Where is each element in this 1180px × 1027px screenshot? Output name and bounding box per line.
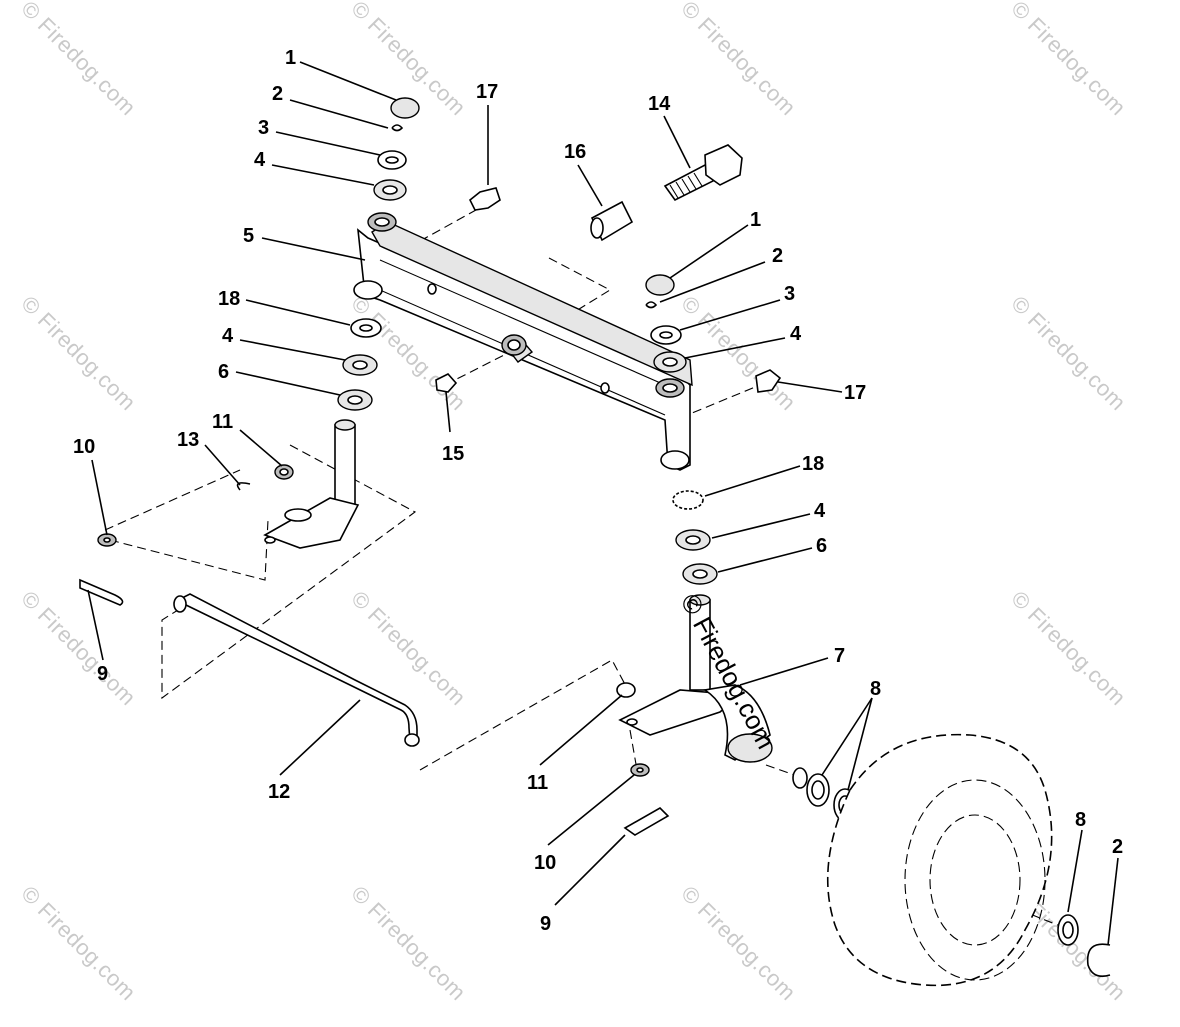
callout-3: 3 bbox=[258, 117, 269, 139]
callout-7: 7 bbox=[834, 645, 845, 667]
callout-14: 14 bbox=[648, 93, 671, 115]
callout-17: 17 bbox=[844, 382, 866, 404]
callout-4: 4 bbox=[814, 500, 826, 522]
callout-labels: 1 2 3 4 5 18 4 6 17 16 14 1 2 3 4 17 15 … bbox=[73, 47, 1123, 935]
callout-4: 4 bbox=[790, 323, 802, 345]
watermark: © Firedog.com bbox=[16, 291, 141, 416]
assembly-dashed-lines bbox=[104, 204, 1071, 931]
leader-lines bbox=[87, 61, 1119, 946]
callout-9: 9 bbox=[97, 663, 108, 685]
callout-2: 2 bbox=[1112, 836, 1123, 858]
left-spindle bbox=[79, 419, 360, 606]
callout-10: 10 bbox=[73, 436, 95, 458]
callout-18: 18 bbox=[802, 453, 824, 475]
callout-1: 1 bbox=[285, 47, 296, 69]
callout-16: 16 bbox=[564, 141, 586, 163]
watermark: © Firedog.com bbox=[1006, 586, 1131, 711]
callout-2: 2 bbox=[772, 245, 783, 267]
watermark: © Firedog.com bbox=[676, 0, 801, 120]
callout-17: 17 bbox=[476, 81, 498, 103]
callout-6: 6 bbox=[816, 535, 827, 557]
callout-2: 2 bbox=[272, 83, 283, 105]
callout-5: 5 bbox=[243, 225, 254, 247]
callout-1: 1 bbox=[750, 209, 761, 231]
callout-8: 8 bbox=[870, 678, 881, 700]
callout-11: 11 bbox=[527, 772, 548, 794]
grease-fittings-and-bolt bbox=[435, 144, 782, 393]
watermark: © Firedog.com bbox=[16, 881, 141, 1006]
callout-11: 11 bbox=[212, 411, 233, 433]
callout-3: 3 bbox=[784, 283, 795, 305]
callout-4: 4 bbox=[222, 325, 234, 347]
watermark: © Firedog.com bbox=[1006, 291, 1131, 416]
watermark: © Firedog.com bbox=[676, 881, 801, 1006]
watermark: © Firedog.com bbox=[1006, 0, 1131, 120]
tie-rod bbox=[173, 593, 420, 747]
callout-15: 15 bbox=[442, 443, 464, 465]
watermark: © Firedog.com bbox=[16, 586, 141, 711]
left-pivot-stack bbox=[337, 97, 420, 411]
watermark: © Firedog.com bbox=[346, 881, 471, 1006]
callout-4: 4 bbox=[254, 149, 266, 171]
watermark: © Firedog.com bbox=[676, 291, 801, 416]
callout-12: 12 bbox=[268, 781, 290, 803]
front-axle-beam bbox=[353, 212, 693, 471]
callout-10: 10 bbox=[534, 852, 556, 874]
right-pivot-stack bbox=[645, 274, 718, 585]
callout-13: 13 bbox=[177, 429, 199, 451]
watermark: © Firedog.com bbox=[16, 0, 141, 120]
callout-9: 9 bbox=[540, 913, 551, 935]
callout-8: 8 bbox=[1075, 809, 1086, 831]
wheel-assembly bbox=[826, 733, 1111, 987]
callout-18: 18 bbox=[218, 288, 240, 310]
callout-6: 6 bbox=[218, 361, 229, 383]
